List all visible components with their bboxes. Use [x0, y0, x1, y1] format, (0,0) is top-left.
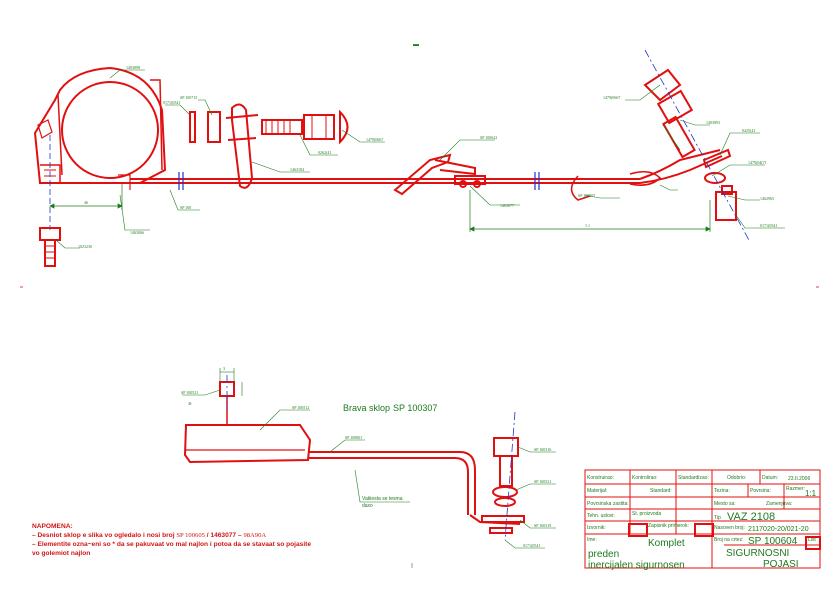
- tb-st-proizvoda: St. proizvoda: [632, 511, 661, 517]
- callout-top-5: 0262(41: [318, 150, 331, 155]
- tb-tezina: Tezina:: [714, 488, 730, 494]
- dimension-top-3: 1.1: [585, 223, 590, 228]
- leaders-top: [55, 69, 785, 249]
- callout-top-3: 0171(0541: [163, 100, 180, 105]
- mounting-bolt-left: [39, 227, 61, 267]
- callout-top-17: 1463066: [130, 230, 144, 235]
- tb-tip-value: VAZ 2108: [727, 511, 775, 523]
- tb-razmer-value: 1:1: [805, 489, 817, 498]
- note-line-3: vo golemiot najlon: [32, 550, 90, 557]
- lock-bolt: [481, 437, 525, 534]
- tb-nasoven-value: 2117020-20/021-20: [748, 526, 809, 533]
- tb-kontrolirao: Kontrolirao:: [632, 475, 658, 481]
- callout-bottom-7: 0171(0541: [523, 543, 540, 548]
- lock-title: Brava sklop: [343, 403, 390, 413]
- callout-top-10: 0425(41: [742, 128, 755, 133]
- tb-nasoven-broj: Nasoven broj:: [714, 525, 745, 531]
- lock-code: SP 100307: [393, 403, 437, 413]
- callout-top-18: 1023230: [78, 244, 92, 249]
- callout-top-4: 1479(0667: [366, 137, 383, 142]
- callout-bottom-1: SP 100521: [181, 390, 198, 395]
- note-line-2: – Elementite ozna~eni so * da se pakuvaa…: [32, 541, 311, 548]
- tb-razmer: Razmer:: [786, 486, 805, 492]
- tb-broj-crtez: Broj na crtez:: [714, 537, 743, 543]
- fixing-note-2: daxo: [362, 503, 373, 509]
- tb-zamenjuva: Zamenjuva:: [766, 501, 792, 507]
- anchor-axis: [644, 49, 751, 243]
- callout-bottom-3: SP 100801: [345, 435, 362, 440]
- lock-axis: [226, 375, 516, 541]
- note-line-1-part: / 1463077 –: [207, 532, 242, 539]
- tb-datum-value: 23.II.2006: [788, 476, 810, 482]
- tb-ime-value-1: Komplet: [648, 538, 685, 549]
- note-line-1: – Desniot sklop e slika vo ogledalo i no…: [32, 532, 266, 539]
- note-line-1-text: – Desniot sklop e slika vo ogledalo i no…: [32, 532, 175, 539]
- tb-konstruirao: Konstruirao:: [587, 475, 614, 481]
- tb-odobrio: Odobrio:: [727, 475, 746, 481]
- dimension-lines-top: [49, 124, 711, 232]
- note-heading: NAPOMENA:: [32, 523, 73, 530]
- tb-tip: Tip: [714, 515, 721, 521]
- dimension-bottom-1: 3: [223, 366, 225, 371]
- tb-naslov-1: SIGURNOSNI: [726, 548, 789, 559]
- callout-bottom-2: SP 100512: [292, 405, 309, 410]
- callout-bottom-4: SP 100316: [534, 447, 551, 452]
- tb-datum: Datum:: [762, 475, 778, 481]
- tb-povrsina: Povrsina:: [750, 488, 771, 494]
- callout-bottom-6: SP 100319: [534, 523, 551, 528]
- note-line-1-code: SP 100605: [176, 532, 205, 539]
- tb-list: List: [808, 537, 816, 543]
- tb-tehn-uslovi: Tehn. uslovi:: [587, 513, 615, 519]
- buckle-tongue: [393, 153, 486, 196]
- webbing-strap: [130, 149, 723, 184]
- dimension-lines-bottom: [219, 368, 243, 396]
- leaders-bottom: [182, 389, 556, 549]
- tb-izvornik: Izvornik:: [587, 525, 606, 531]
- upper-anchor: [643, 68, 737, 221]
- tb-naslov-2: POJASI: [763, 559, 799, 570]
- callout-top-14: SP 100507: [578, 193, 595, 198]
- strap-end-loop: [570, 170, 662, 201]
- callout-top-16: SP 100: [180, 205, 191, 210]
- tb-broj-crtez-value: SP 100604: [748, 536, 798, 547]
- general-note: NAPOMENA: – Desniot sklop e slika vo ogl…: [32, 523, 311, 557]
- tb-ime-value-3: inercijalen sigurnosen: [588, 560, 685, 571]
- tb-materijal: Materijal:: [587, 488, 607, 494]
- anchor-bolt: [261, 109, 349, 145]
- tb-ime-value-2: preden: [588, 549, 619, 560]
- callout-bottom-5: SP 100521: [534, 479, 551, 484]
- tb-zapisnik: Zapisnik primerok:: [648, 523, 689, 529]
- callout-top-13: 0171(0541: [760, 223, 777, 228]
- callout-top-8: 1479(0667: [603, 95, 620, 100]
- callout-bottom-marker: ⑧: [188, 401, 192, 406]
- tb-standardizao: Standardizao:: [678, 475, 709, 481]
- callout-top-12: 1462965: [760, 196, 774, 201]
- note-line-1-ref: 98A90A: [243, 532, 266, 539]
- retractor-assembly: [33, 66, 167, 190]
- title-block: Konstruirao: Kontrolirao: Standardizao: …: [584, 469, 821, 571]
- callout-top-7: SP 100622: [480, 135, 497, 140]
- tb-mesto: Mesto sa:: [714, 501, 736, 507]
- callout-top-1: 1403898: [126, 65, 140, 70]
- guide-loop: [225, 103, 259, 189]
- callout-top-6: 1463184: [290, 167, 304, 172]
- callout-top-15: 1463077: [500, 203, 514, 208]
- tb-ime: Ime:: [587, 537, 597, 543]
- callout-top-9: 1403893: [706, 120, 720, 125]
- callout-top-11: 1479(04(71: [748, 160, 767, 165]
- washer-stack: [189, 111, 221, 143]
- dimension-top-1: 46: [84, 200, 88, 205]
- tb-zastita: Povrsinska zastita:: [587, 501, 629, 507]
- lock-assembly: [183, 381, 521, 525]
- dot-marker: ▬: [413, 42, 419, 48]
- callout-top-2: SP 100715: [180, 95, 197, 100]
- webbing-break-marks: [178, 172, 540, 190]
- tb-standard: Standard:: [650, 488, 672, 494]
- fixing-note-1: Vatiiesta se tesma: [362, 496, 403, 502]
